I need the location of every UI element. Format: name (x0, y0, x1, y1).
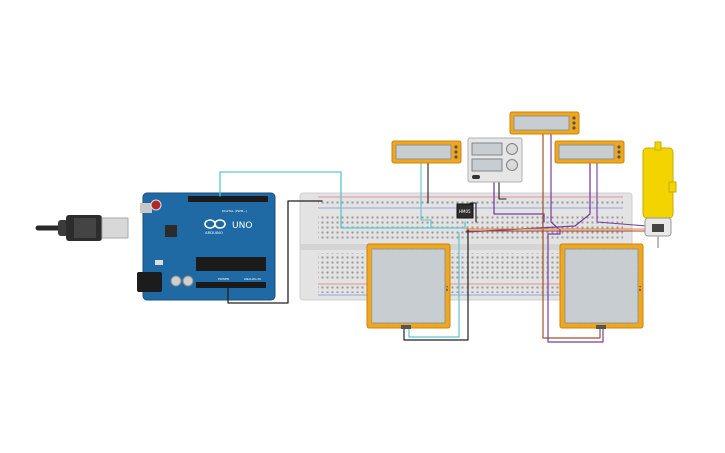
usb-port (140, 203, 152, 213)
wire-cyan[interactable] (219, 171, 466, 229)
wire-purple-bottom[interactable] (547, 233, 604, 343)
wire-cyan-lcd[interactable] (420, 162, 432, 228)
breadboard-bottom-rail (318, 286, 623, 293)
reset-button[interactable] (150, 199, 162, 211)
pad-right-label: F-M (638, 286, 642, 292)
atmega-chip (196, 257, 266, 271)
sensor-module[interactable] (467, 137, 523, 183)
arduino-logo-icon (204, 219, 226, 229)
capacitor (182, 275, 194, 287)
pressure-pad-left[interactable]: F-M (366, 243, 451, 329)
wire-black-rail[interactable] (469, 202, 477, 223)
usb-cable[interactable] (35, 215, 129, 241)
breadboard-center-channel (300, 244, 632, 250)
digital-label: DIGITAL (PWM~) (222, 209, 247, 213)
wire-purple-module-a[interactable] (493, 179, 545, 223)
power-analog-header (196, 282, 266, 288)
lcd-display-right[interactable] (554, 140, 625, 164)
wires (219, 133, 648, 343)
wire-purple-top-lcd[interactable] (550, 133, 561, 235)
dc-motor[interactable] (642, 141, 677, 248)
wire-cyan-left-pad[interactable] (408, 232, 460, 338)
wire-black-left-pad[interactable] (403, 229, 469, 341)
lcd-display-left[interactable] (391, 140, 462, 164)
board-brand: UNO (232, 221, 252, 231)
wire-purple-right-lcd-b[interactable] (596, 162, 648, 227)
analog-label: ANALOG IN (244, 277, 261, 281)
capacitor (170, 275, 182, 287)
digital-header (188, 196, 268, 202)
pad-left-label: F-M (445, 286, 449, 292)
lcd-display-top[interactable] (509, 111, 580, 135)
ic-chip[interactable]: HM05 (456, 203, 474, 219)
pressure-pad-right[interactable]: F-M (559, 243, 644, 329)
chip-label: HM05 (459, 209, 471, 214)
wire-brown-top-lcd[interactable] (542, 133, 601, 339)
wire-black[interactable] (227, 200, 323, 304)
board-logo-text: ARDUINO (205, 230, 223, 235)
arduino-uno-board[interactable]: UNO ARDUINO DIGITAL (PWM~) POWER ANALOG … (137, 192, 276, 301)
power-label: POWER (218, 277, 229, 281)
wire-black-module[interactable] (498, 179, 507, 200)
power-jack (137, 272, 162, 292)
